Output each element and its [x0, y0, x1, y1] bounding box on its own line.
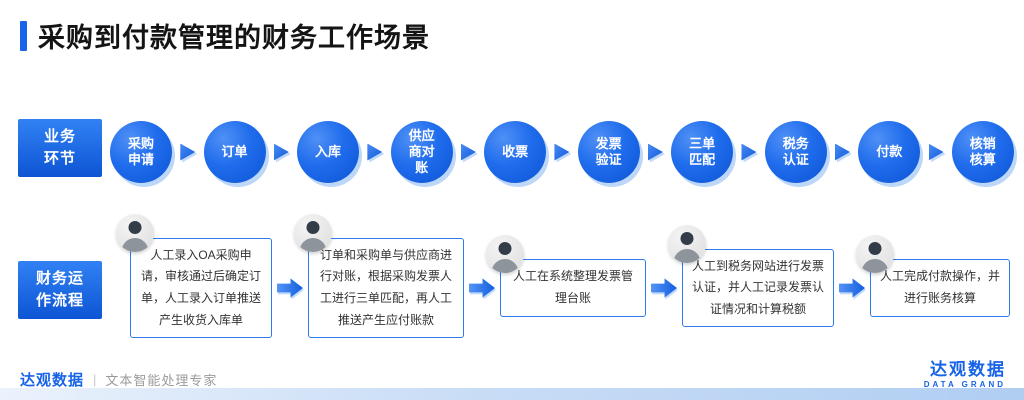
person-icon-head [868, 242, 882, 256]
person-icon [668, 224, 706, 263]
arrow-right-icon [554, 143, 570, 161]
logo-subtitle: DATA GRAND [923, 379, 1006, 389]
node-label: 付款 [876, 143, 903, 159]
person-icon-body [861, 259, 889, 274]
process-node: 采购申请 [110, 121, 172, 183]
arrow-right-icon [741, 143, 757, 161]
process-node: 发票验证 [577, 121, 640, 183]
step-arrow-icon [839, 277, 865, 299]
node-label: 三单匹配 [689, 135, 716, 167]
title-accent-bar [20, 20, 27, 51]
arrow-right-icon [928, 143, 944, 161]
step-description: 人工在系统整理发票管理台账 [500, 259, 646, 317]
process-node: 收票 [484, 121, 547, 183]
arrow-right-icon [834, 143, 850, 161]
arrow-right-icon [180, 143, 196, 161]
business-stage-label: 业务 环节 [18, 119, 102, 177]
step-arrow-icon [651, 277, 677, 299]
step-arrow-icon [277, 277, 303, 299]
brand-name: 达观数据 [20, 372, 85, 389]
process-node: 订单 [203, 121, 266, 183]
company-logo: 达观数据 DATA GRAND [924, 360, 1006, 389]
process-step: 订单和采购单与供应商进行对账，根据采购发票人工进行三单匹配，再人工推送产生应付账… [294, 213, 464, 339]
person-icon-head [680, 231, 694, 245]
step-description: 人工录入OA采购申请，审核通过后确定订单，人工录入订单推送产生收货入库单 [130, 237, 272, 339]
node-label: 入库 [315, 143, 342, 159]
node-label: 采购申请 [127, 135, 154, 167]
header: 采购到付款管理的财务工作场景 [20, 16, 430, 55]
process-node: 核销核算 [951, 121, 1014, 183]
brand-tagline: 文本智能处理专家 [105, 373, 218, 388]
process-step: 人工到税务网站进行发票认证，并人工记录发票认证情况和计算税额 [668, 224, 834, 328]
person-icon-head [128, 220, 142, 234]
logo-name: 达观数据 [930, 360, 1006, 379]
node-label: 收票 [502, 143, 529, 159]
person-icon-body [121, 237, 149, 252]
process-node: 付款 [858, 121, 921, 183]
person-icon [116, 213, 154, 252]
business-process-row: 采购申请 订单 入库 供应商对账 收票 发票验证 三单匹配 税务认证 付款 核销… [110, 119, 1014, 185]
arrow-right-icon [273, 143, 289, 161]
process-step: 人工录入OA采购申请，审核通过后确定订单，人工录入订单推送产生收货入库单 [116, 213, 272, 339]
person-icon-head [306, 220, 320, 234]
process-node: 三单匹配 [671, 121, 734, 183]
person-icon [294, 213, 332, 252]
step-description: 订单和采购单与供应商进行对账，根据采购发票人工进行三单匹配，再人工推送产生应付账… [308, 237, 464, 339]
node-label: 订单 [221, 143, 248, 159]
footer-left: 达观数据 | 文本智能处理专家 [20, 369, 217, 390]
node-label: 税务认证 [782, 135, 809, 167]
process-node: 税务认证 [764, 121, 827, 183]
arrow-right-icon [647, 143, 663, 161]
footer-divider: | [93, 372, 97, 387]
process-node: 供应商对账 [390, 121, 453, 183]
person-icon [856, 235, 894, 274]
person-icon [486, 235, 524, 274]
node-label: 核销核算 [969, 135, 996, 167]
person-icon-head [498, 242, 512, 256]
person-icon-body [673, 248, 701, 263]
process-step: 人工完成付款操作，并进行账务核算 [856, 235, 1010, 317]
step-description: 人工到税务网站进行发票认证，并人工记录发票认证情况和计算税额 [682, 248, 834, 328]
step-description: 人工完成付款操作，并进行账务核算 [870, 259, 1010, 317]
finance-stage-label: 财务运 作流程 [18, 261, 102, 319]
arrow-right-icon [367, 143, 383, 161]
process-node: 入库 [297, 121, 360, 183]
arrow-right-icon [460, 143, 476, 161]
finance-process-row: 人工录入OA采购申请，审核通过后确定订单，人工录入订单推送产生收货入库单 订单和… [116, 213, 1010, 350]
node-label: 发票验证 [595, 135, 622, 167]
person-icon-body [491, 259, 519, 274]
person-icon-body [299, 237, 327, 252]
node-label: 供应商对账 [408, 127, 435, 176]
page-title: 采购到付款管理的财务工作场景 [38, 23, 430, 53]
bottom-gradient-bar [0, 388, 1024, 400]
step-arrow-icon [469, 277, 495, 299]
process-step: 人工在系统整理发票管理台账 [486, 235, 646, 317]
